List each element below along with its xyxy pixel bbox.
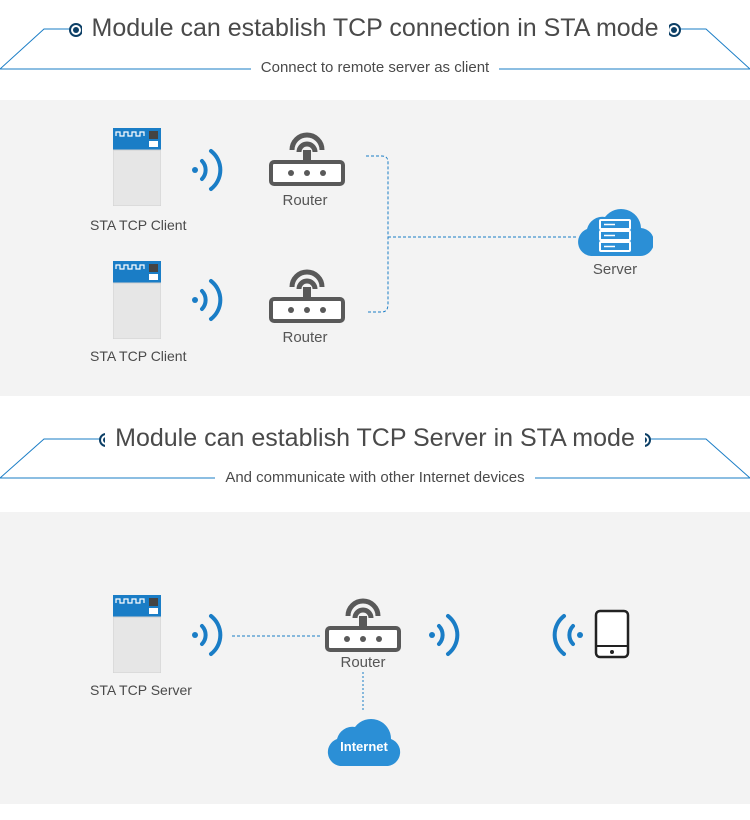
router2-label: Router	[282, 329, 328, 346]
module-icon	[113, 261, 161, 339]
router1-label: Router	[282, 192, 328, 209]
cloud-server-icon	[578, 208, 653, 257]
cloud-icon	[327, 719, 401, 766]
wifi-icon	[192, 149, 223, 191]
section1-title: Module can establish TCP connection in S…	[0, 14, 750, 43]
server-label: Server	[592, 261, 638, 278]
router-icon	[269, 269, 345, 323]
wifi-icon	[192, 614, 223, 656]
client1-label: STA TCP Client	[90, 217, 187, 233]
tcp-server-label: STA TCP Server	[90, 682, 192, 698]
section1-connectors	[366, 155, 576, 313]
section2-title: Module can establish TCP Server in STA m…	[0, 424, 750, 453]
section1-subtitle: Connect to remote server as client	[0, 59, 750, 76]
module-icon	[113, 595, 161, 673]
wifi-icon	[192, 279, 223, 321]
section2-connectors	[232, 635, 364, 712]
router-icon	[325, 598, 401, 652]
client2-label: STA TCP Client	[90, 348, 187, 364]
phone-icon	[594, 609, 630, 659]
internet-label: Internet	[340, 739, 388, 754]
wifi-icon	[552, 614, 583, 656]
section2-subtitle: And communicate with other Internet devi…	[0, 469, 750, 486]
router3-label: Router	[340, 654, 386, 671]
router-icon	[269, 132, 345, 186]
module-icon	[113, 128, 161, 206]
wifi-icon	[429, 614, 460, 656]
